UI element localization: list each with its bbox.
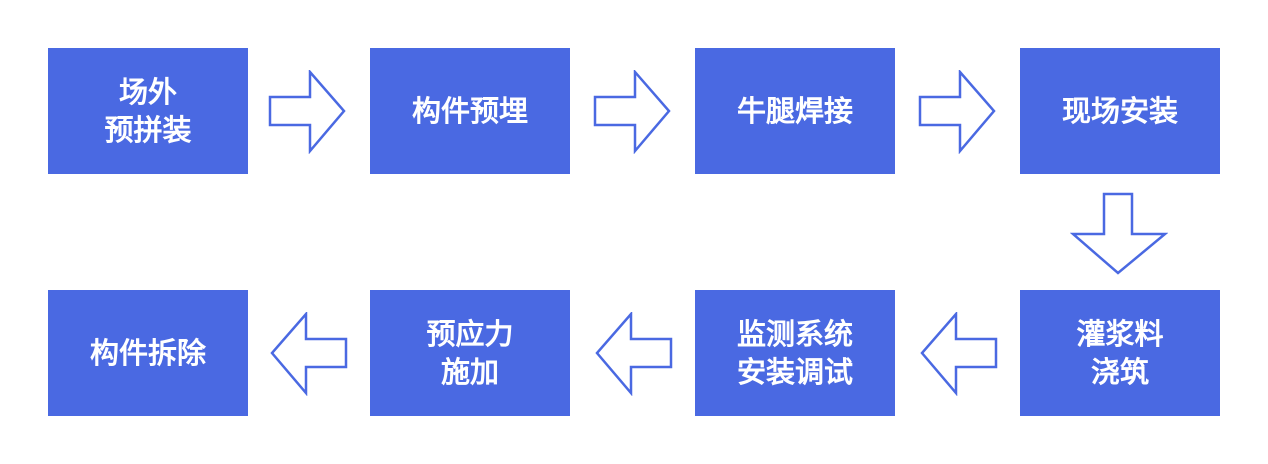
step-box-corbel-welding: 牛腿焊接 — [695, 48, 895, 174]
step-box-removal: 构件拆除 — [48, 290, 248, 416]
arrow-left-icon — [595, 312, 673, 396]
arrow-right-icon — [918, 70, 996, 154]
step-box-embedding: 构件预埋 — [370, 48, 570, 174]
step-box-prestress: 预应力 施加 — [370, 290, 570, 416]
arrow-left-icon — [270, 312, 348, 396]
arrow-down-icon — [1070, 192, 1168, 275]
step-box-grouting: 灌浆料 浇筑 — [1020, 290, 1220, 416]
arrow-left-icon — [920, 312, 998, 396]
arrow-right-icon — [593, 70, 671, 154]
step-box-site-installation: 现场安装 — [1020, 48, 1220, 174]
step-box-monitoring-setup: 监测系统 安装调试 — [695, 290, 895, 416]
arrow-right-icon — [268, 70, 346, 154]
step-box-offsite-preassembly: 场外 预拼装 — [48, 48, 248, 174]
